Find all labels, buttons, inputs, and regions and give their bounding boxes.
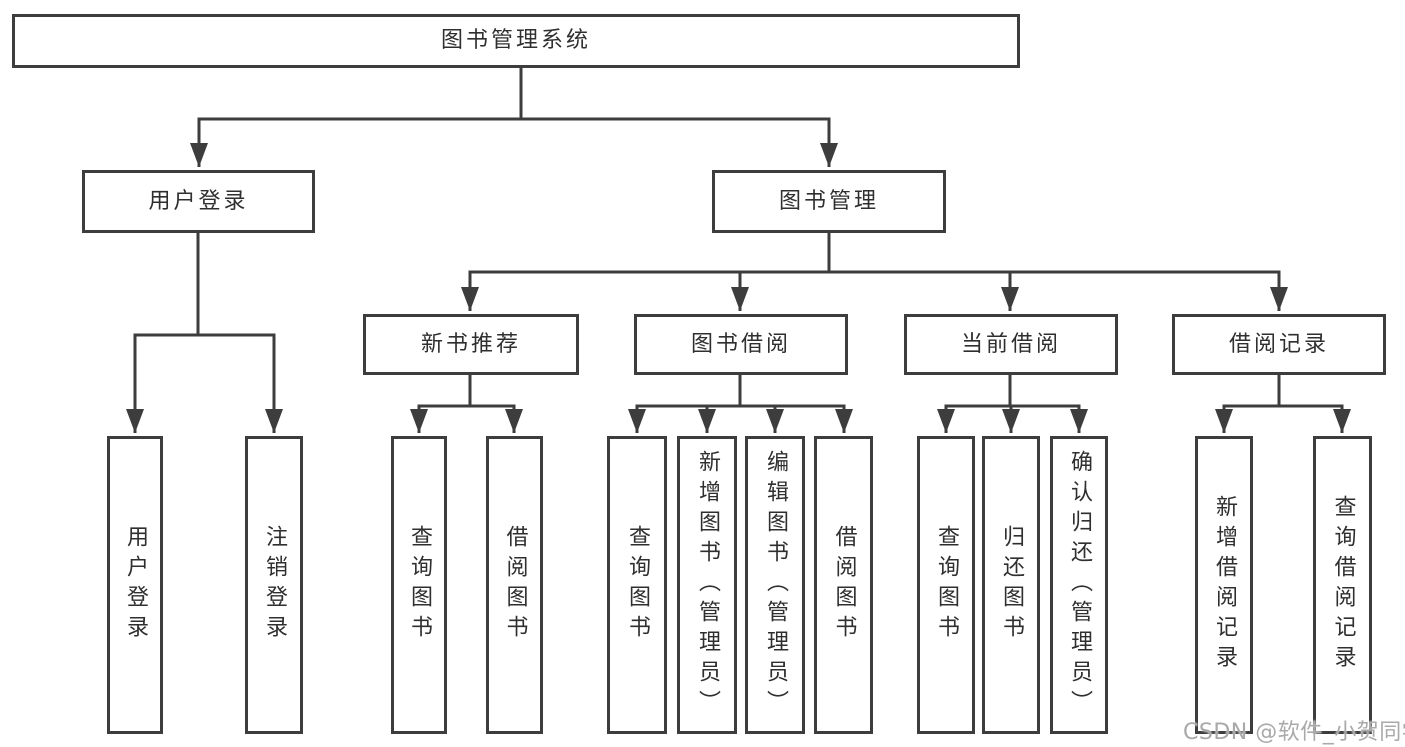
- node-current-borrow: 当前借阅: [904, 314, 1118, 375]
- node-book-borrow: 图书借阅: [634, 314, 848, 375]
- leaf-return-book: 归还图书: [982, 436, 1040, 734]
- leaf-user-login: 用户登录: [107, 436, 163, 734]
- leaf-edit-book-admin: 编辑图书（管理员）: [745, 436, 805, 734]
- leaf-logout: 注销登录: [245, 436, 303, 734]
- leaf-borrow-book-2: 借阅图书: [814, 436, 873, 734]
- leaf-add-borrow-record: 新增借阅记录: [1195, 436, 1253, 734]
- leaf-query-book-1: 查询图书: [391, 436, 447, 734]
- leaf-add-book-admin: 新增图书（管理员）: [677, 436, 737, 734]
- node-root: 图书管理系统: [12, 14, 1020, 68]
- leaf-borrow-book-1: 借阅图书: [486, 436, 543, 734]
- node-new-book-recommend: 新书推荐: [363, 314, 579, 375]
- leaf-query-borrow-record: 查询借阅记录: [1313, 436, 1372, 734]
- watermark: CSDN @软件_小贺同学: [1183, 720, 1405, 745]
- leaf-query-book-3: 查询图书: [917, 436, 975, 734]
- node-borrow-record: 借阅记录: [1172, 314, 1386, 375]
- node-book-management: 图书管理: [712, 170, 946, 233]
- node-user-login: 用户登录: [82, 170, 315, 233]
- leaf-confirm-return-admin: 确认归还（管理员）: [1050, 436, 1108, 734]
- leaf-query-book-2: 查询图书: [607, 436, 667, 734]
